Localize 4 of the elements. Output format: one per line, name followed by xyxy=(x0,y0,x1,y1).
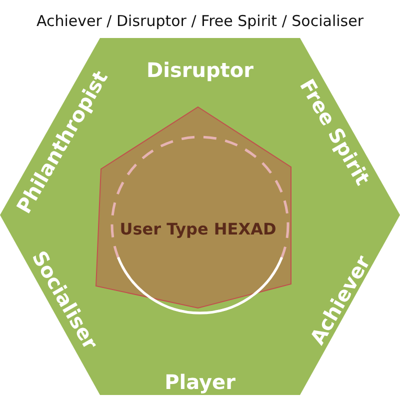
title: Achiever / Disruptor / Free Spirit / Socialiser xyxy=(35,12,365,30)
axis-label: Disruptor xyxy=(146,58,254,82)
axis-label: Player xyxy=(164,370,236,394)
center-label: User Type HEXAD xyxy=(120,220,276,238)
